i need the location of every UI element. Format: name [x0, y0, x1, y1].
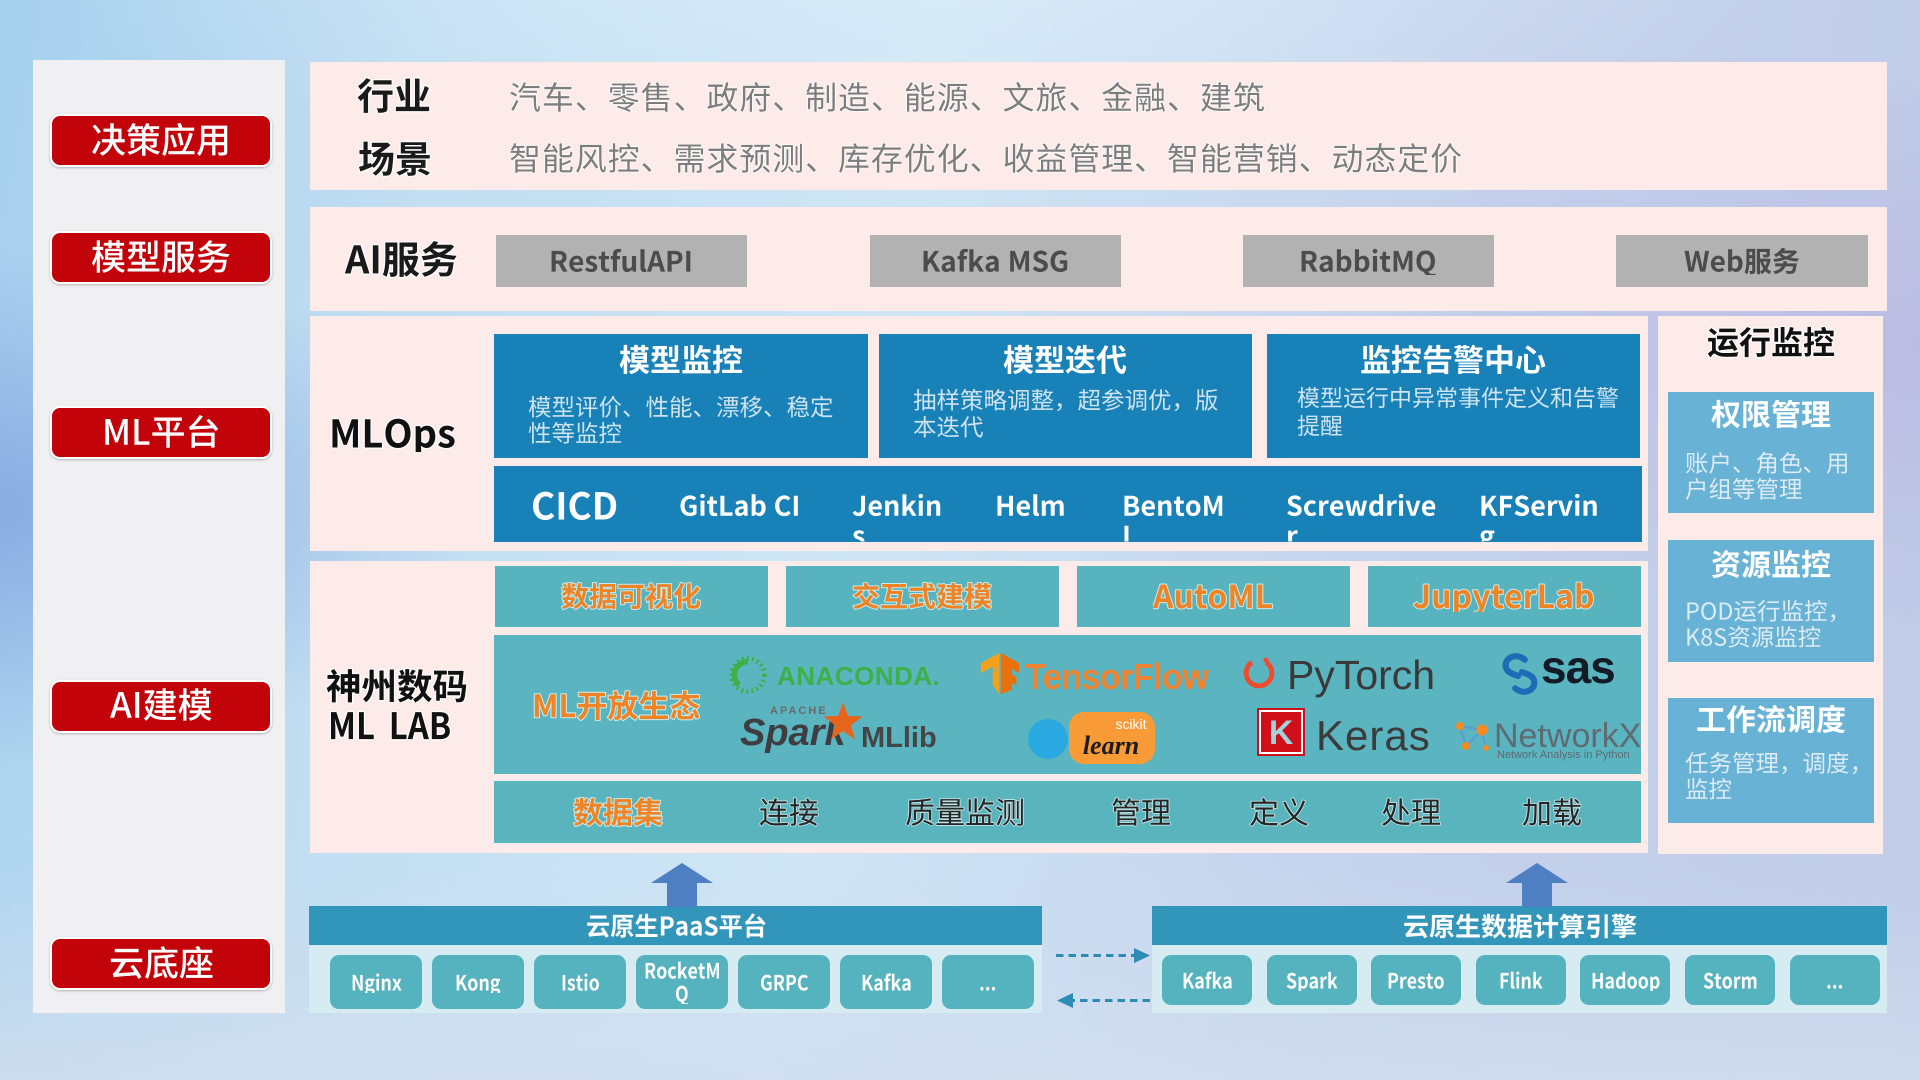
svg-text:K: K — [1269, 714, 1294, 752]
svg-text:learn: learn — [1083, 731, 1139, 760]
svg-text:scikit: scikit — [1115, 716, 1146, 732]
